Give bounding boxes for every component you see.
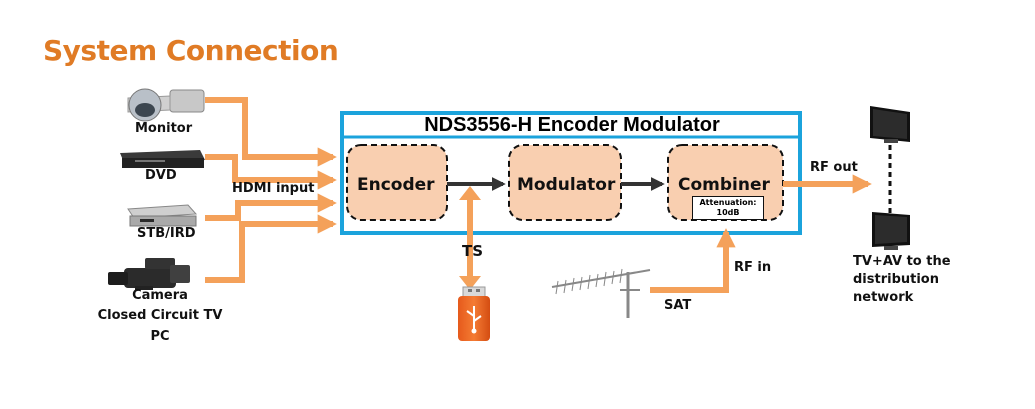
sat-label: SAT xyxy=(664,298,692,313)
stb-arrow xyxy=(205,193,337,221)
camcorder-icon xyxy=(108,258,190,290)
rf-in-label: RF in xyxy=(734,260,772,275)
camera-arrow xyxy=(205,214,337,283)
attenuation-box: Attenuation: 10dB xyxy=(692,196,764,220)
input-arrows xyxy=(205,97,337,283)
source-camera-label: Camera xyxy=(132,288,188,303)
modulator-label: Modulator xyxy=(517,175,616,195)
output-line2: distribution xyxy=(853,272,939,287)
dvd-player-icon xyxy=(120,150,205,168)
device-title: NDS3556-H Encoder Modulator xyxy=(424,114,720,136)
source-cctv-label: Closed Circuit TV xyxy=(97,308,223,323)
output-line3: network xyxy=(853,290,914,305)
modulator-block xyxy=(508,144,622,221)
ts-arrow xyxy=(459,186,481,290)
ptz-camera-icon xyxy=(127,88,205,122)
source-monitor-label: Monitor xyxy=(135,121,193,136)
ts-label: TS xyxy=(462,242,484,260)
rf-out-label: RF out xyxy=(810,160,858,175)
hdmi-input-label: HDMI input xyxy=(232,181,315,196)
yagi-antenna-icon xyxy=(551,268,651,318)
source-stb-label: STB/IRD xyxy=(137,226,196,241)
encoder-block xyxy=(346,144,448,221)
tv-icon xyxy=(872,212,910,250)
source-pc-label: PC xyxy=(150,329,170,344)
page-title: System Connection xyxy=(43,34,339,67)
tv-icon xyxy=(870,106,910,143)
output-line1: TV+AV to the xyxy=(853,254,951,269)
set-top-box-icon xyxy=(127,204,198,227)
combiner-label: Combiner xyxy=(678,175,770,195)
attenuation-value: 10dB xyxy=(716,208,740,217)
monitor-arrow xyxy=(205,97,337,167)
attenuation-label: Attenuation: xyxy=(699,198,757,207)
encoder-label: Encoder xyxy=(357,175,435,195)
rf-in-arrow xyxy=(650,228,736,293)
source-dvd-label: DVD xyxy=(145,168,177,183)
dvd-arrow xyxy=(205,154,337,190)
usb-drive-icon xyxy=(458,286,490,341)
device-frame xyxy=(340,111,802,235)
